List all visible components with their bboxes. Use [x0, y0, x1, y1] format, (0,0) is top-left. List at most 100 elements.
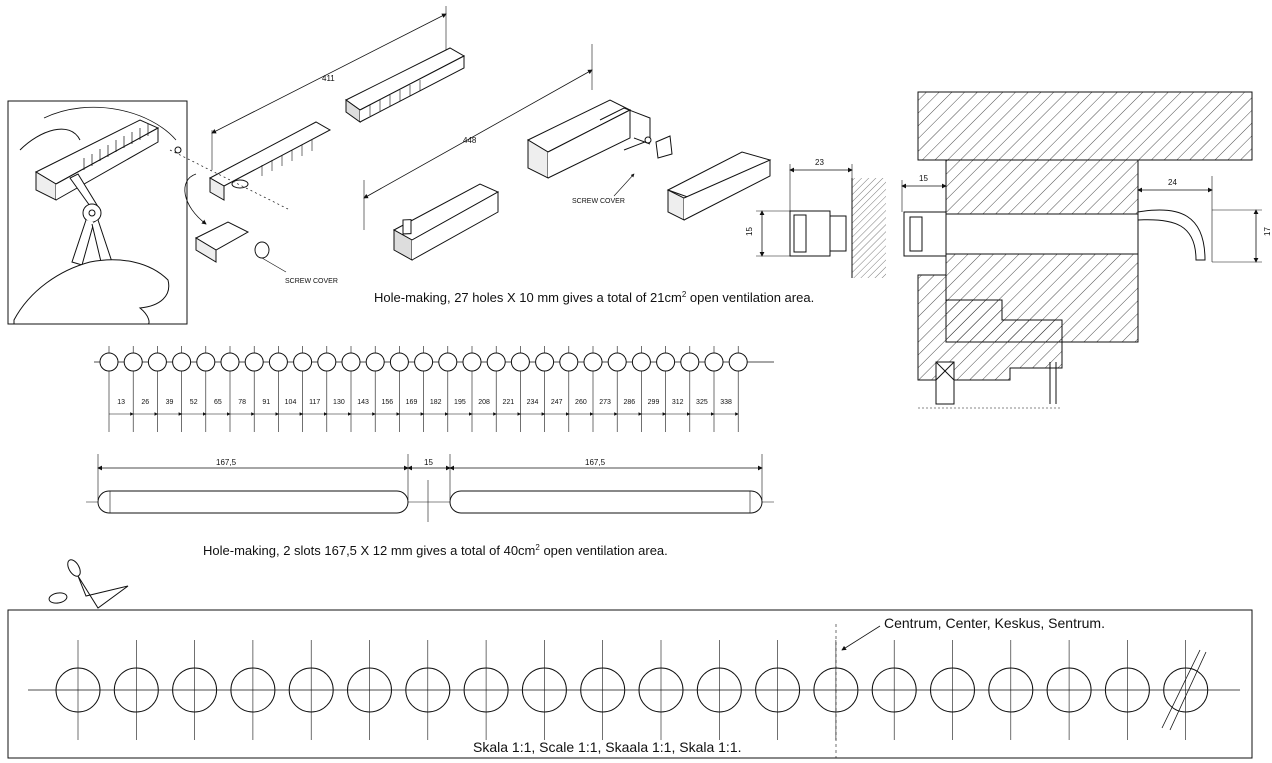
scale-label: Skala 1:1, Scale 1:1, Skaala 1:1, Skala …	[473, 739, 742, 755]
vent-hole	[293, 352, 313, 372]
vent-hole	[462, 352, 482, 372]
vent-hole	[728, 352, 748, 372]
slot-layout: 167,5 15 167,5	[86, 454, 774, 522]
dim-23-label: 23	[815, 158, 824, 167]
screw-cover-label-2: SCREW COVER	[572, 198, 625, 205]
hole-dim-label: 52	[190, 399, 198, 406]
slots-caption: Hole-making, 2 slots 167,5 X 12 mm gives…	[203, 543, 668, 558]
hole-dim-label: 312	[672, 399, 684, 406]
vent-hole	[535, 352, 555, 372]
hole-dim-label: 182	[430, 399, 442, 406]
template-hole	[521, 667, 567, 713]
hole-dim-label: 78	[238, 399, 246, 406]
vent-hole	[268, 352, 288, 372]
dim-17-label: 17	[1263, 227, 1272, 236]
template-hole	[696, 667, 742, 713]
hole-dim-label: 130	[333, 399, 345, 406]
template-hole	[172, 667, 218, 713]
slot-left-dim-label: 167,5	[216, 458, 237, 467]
template-hole	[871, 667, 917, 713]
hole-dim-label: 195	[454, 399, 466, 406]
vent-hole	[704, 352, 724, 372]
hole-dim-label: 208	[478, 399, 490, 406]
dim-411-label: 411	[322, 74, 335, 83]
vent-hole	[220, 352, 240, 372]
template-hole	[1104, 667, 1150, 713]
vent-hole	[631, 352, 651, 372]
hole-dim-label: 260	[575, 399, 587, 406]
dim-15-small-label: 15	[745, 227, 754, 236]
template-hole	[55, 667, 101, 713]
hole-dim-label: 156	[381, 399, 393, 406]
hole-dim-label: 104	[285, 399, 297, 406]
hole-dim-label: 247	[551, 399, 563, 406]
template-hole	[988, 667, 1034, 713]
template-hole	[288, 667, 334, 713]
hole-dim-label: 299	[648, 399, 660, 406]
hole-dim-label: 234	[527, 399, 539, 406]
template-hole	[463, 667, 509, 713]
hole-dim-label: 117	[309, 399, 320, 406]
vent-hole	[123, 352, 143, 372]
vent-hole	[196, 352, 216, 372]
vent-hole	[438, 352, 458, 372]
template-hole	[113, 667, 159, 713]
clip-assembly: SCREW COVER	[526, 99, 772, 221]
hole-dim-label: 26	[141, 399, 149, 406]
hole-dim-label: 325	[696, 399, 708, 406]
template-hole	[755, 667, 801, 713]
slot-right-dim-label: 167,5	[585, 458, 606, 467]
template-hole	[813, 667, 859, 713]
small-section-view: 23 15	[745, 158, 886, 278]
hole-dim-label: 13	[117, 399, 125, 406]
template-hole	[230, 667, 276, 713]
vent-hole	[656, 352, 676, 372]
slot-gap-dim-label: 15	[424, 458, 433, 467]
screw-cover-label-1: SCREW COVER	[285, 278, 338, 285]
slot-right	[449, 490, 763, 514]
hole-dim-label: 273	[599, 399, 611, 406]
hole-dimension-marks: 13 26 39 52 65 78 91 104 117 130 143 156 169 182 195 20…	[109, 399, 739, 416]
dim-448-label: 448	[463, 136, 477, 145]
template-hole	[347, 667, 392, 713]
vent-hole	[365, 352, 385, 372]
vent-hole	[172, 352, 192, 372]
dim-24-label: 24	[1168, 178, 1177, 187]
hole-dim-label: 221	[502, 399, 514, 406]
vent-hole	[559, 352, 579, 372]
vent-hole	[486, 352, 506, 372]
center-label: Centrum, Center, Keskus, Sentrum.	[884, 615, 1105, 631]
hole-dim-label: 91	[262, 399, 270, 406]
vent-hole	[389, 352, 409, 372]
dim-15-big-label: 15	[919, 174, 928, 183]
hole-dim-label: 65	[214, 399, 222, 406]
vent-hole	[317, 352, 337, 372]
template-hole	[638, 667, 684, 713]
slot-left	[97, 490, 409, 514]
hole-dim-label: 39	[166, 399, 174, 406]
hole-dim-label: 169	[406, 399, 418, 406]
vent-hole	[414, 352, 434, 372]
scissors-icon	[48, 559, 129, 609]
vent-hole	[607, 352, 627, 372]
vent-hole	[583, 352, 603, 372]
template-hole	[580, 667, 626, 713]
holes-caption: Hole-making, 27 holes X 10 mm gives a to…	[374, 290, 814, 305]
vent-hole	[341, 352, 361, 372]
hole-row	[94, 346, 774, 432]
template-hole	[930, 667, 975, 713]
vent-hole	[147, 352, 167, 372]
hole-dim-label: 143	[357, 399, 369, 406]
vent-hole	[244, 352, 264, 372]
window-section-view: 15 24 17	[901, 91, 1272, 409]
scale-template: Centrum, Center, Keskus, Sentrum. Skala …	[7, 609, 1253, 759]
vent-hole	[510, 352, 530, 372]
hole-dim-label: 286	[623, 399, 635, 406]
vent-exploded-view: 411 SCREW COVER 448	[169, 6, 593, 285]
template-hole	[1046, 667, 1092, 713]
vent-hole	[99, 352, 119, 372]
template-hole	[1163, 667, 1209, 713]
cutter-inset	[7, 100, 188, 325]
template-hole	[405, 667, 451, 713]
